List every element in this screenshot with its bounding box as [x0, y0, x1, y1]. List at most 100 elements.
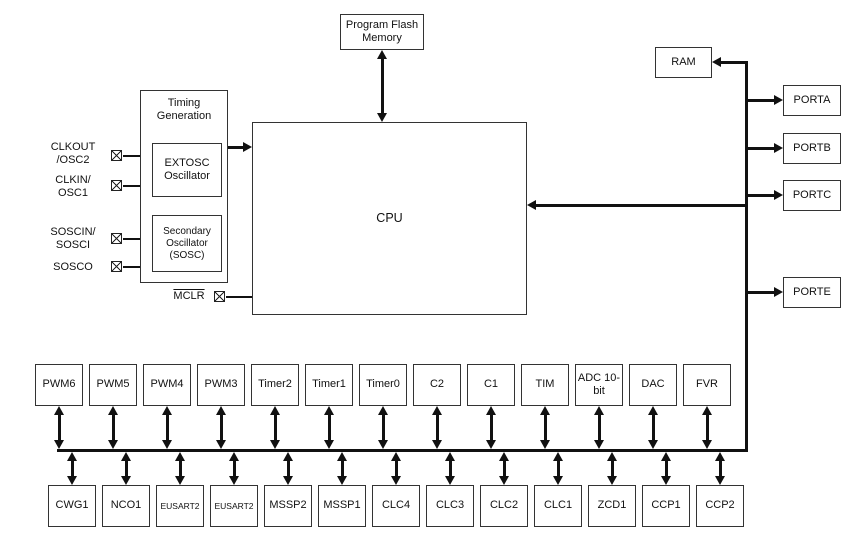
- bottom-bus-arrow-1-line: [124, 460, 128, 477]
- bottom-bus-arrow-2-head-down: [174, 476, 185, 485]
- peripheral-bus-arrow-2-head-down: [161, 440, 172, 449]
- bus-cpu-arrow-line: [535, 203, 747, 207]
- cpu-box: CPU: [252, 122, 527, 315]
- peripheral-bus-arrow-11-head-up: [647, 406, 658, 415]
- mclr-label: MCLR: [166, 290, 212, 303]
- bottom-bus-arrow-3-line: [232, 460, 236, 477]
- peripheral-bus-arrow-5-head-up: [323, 406, 334, 415]
- bottom-box-clc3: CLC3: [426, 485, 474, 527]
- portb-box: PORTB: [783, 133, 841, 164]
- peripheral-bus-arrow-1-head-up: [107, 406, 118, 415]
- bottom-bus-arrow-7-head-down: [444, 476, 455, 485]
- right-bus-vertical: [745, 60, 748, 452]
- bottom-bus-arrow-7-line: [448, 460, 452, 477]
- peripheral-bus-arrow-10-line: [597, 414, 601, 441]
- porta-box: PORTA: [783, 85, 841, 116]
- peripheral-bus-arrow-8-head-down: [485, 440, 496, 449]
- mclr-pin-wire: [226, 296, 252, 298]
- peripheral-bus-arrow-0-line: [57, 414, 61, 441]
- peripheral-bus-arrow-6-line: [381, 414, 385, 441]
- peripheral-bus-arrow-5-line: [327, 414, 331, 441]
- clkin-pin-wire: [123, 185, 140, 187]
- mclr-pin-icon: [214, 291, 225, 302]
- bottom-box-clc4: CLC4: [372, 485, 420, 527]
- bottom-box-clc2: CLC2: [480, 485, 528, 527]
- peripheral-bus-arrow-8-head-up: [485, 406, 496, 415]
- bottom-box-ccp1: CCP1: [642, 485, 690, 527]
- peripheral-bus-arrow-2-line: [165, 414, 169, 441]
- bottom-bus-arrow-0-head-up: [66, 452, 77, 461]
- peripheral-bus-arrow-0-head-up: [53, 406, 64, 415]
- bottom-bus-arrow-4-head-down: [282, 476, 293, 485]
- bottom-bus-arrow-11-head-up: [660, 452, 671, 461]
- bottom-bus-arrow-5-line: [340, 460, 344, 477]
- porte-arrow-line: [747, 291, 775, 294]
- peripheral-bus-arrow-12-line: [705, 414, 709, 441]
- peripheral-box-timer1: Timer1: [305, 364, 353, 406]
- peripheral-bus-arrow-4-head-down: [269, 440, 280, 449]
- peripheral-bus-arrow-3-head-up: [215, 406, 226, 415]
- peripheral-bus-arrow-3-head-down: [215, 440, 226, 449]
- bottom-bus-arrow-6-head-up: [390, 452, 401, 461]
- peripheral-box-dac: DAC: [629, 364, 677, 406]
- bottom-bus-arrow-1-head-up: [120, 452, 131, 461]
- bottom-box-clc1: CLC1: [534, 485, 582, 527]
- timing-cpu-arrow-head: [243, 141, 252, 152]
- clkout-osc2-pin-icon: [111, 150, 122, 161]
- porte-arrow-head: [774, 287, 783, 297]
- peripheral-bus-arrow-6-head-up: [377, 406, 388, 415]
- sosco-pin-icon: [111, 261, 122, 272]
- bottom-box-mssp2: MSSP2: [264, 485, 312, 527]
- ram-box: RAM: [655, 47, 712, 78]
- peripheral-bus-arrow-9-line: [543, 414, 547, 441]
- portb-arrow-head: [774, 142, 783, 153]
- bottom-bus-arrow-2-head-up: [174, 452, 185, 461]
- flash-cpu-arrow-line: [380, 58, 384, 114]
- portc-arrow-head: [774, 189, 783, 200]
- clkout-osc2-label: CLKOUT /OSC2: [50, 141, 96, 166]
- peripheral-bus-arrow-9-head-up: [539, 406, 550, 415]
- peripheral-box-pwm6: PWM6: [35, 364, 83, 406]
- portc-box: PORTC: [783, 180, 841, 211]
- bottom-bus-arrow-12-head-up: [714, 452, 725, 461]
- peripheral-bus-arrow-4-line: [273, 414, 277, 441]
- peripheral-bus-arrow-7-line: [435, 414, 439, 441]
- flash-cpu-arrow-head-up: [376, 50, 387, 59]
- peripheral-box-c1: C1: [467, 364, 515, 406]
- bottom-bus-arrow-6-line: [394, 460, 398, 477]
- peripheral-box-timer2: Timer2: [251, 364, 299, 406]
- peripheral-box-c2: C2: [413, 364, 461, 406]
- bottom-bus-arrow-9-line: [556, 460, 560, 477]
- bottom-bus-arrow-1-head-down: [120, 476, 131, 485]
- bottom-bus-arrow-10-head-up: [606, 452, 617, 461]
- peripheral-box-pwm4: PWM4: [143, 364, 191, 406]
- bottom-bus-arrow-3-head-up: [228, 452, 239, 461]
- flash-cpu-arrow-head-down: [376, 113, 387, 122]
- peripheral-bus-arrow-2-head-up: [161, 406, 172, 415]
- clkout-pin-wire: [123, 155, 140, 157]
- bottom-box-nco1: NCO1: [102, 485, 150, 527]
- bottom-box-ccp2: CCP2: [696, 485, 744, 527]
- bottom-box-zcd1: ZCD1: [588, 485, 636, 527]
- bottom-box-cwg1: CWG1: [48, 485, 96, 527]
- secondary-oscillator-box: Secondary Oscillator (SOSC): [152, 215, 222, 272]
- peripheral-box-timer0: Timer0: [359, 364, 407, 406]
- peripheral-bus-arrow-10-head-up: [593, 406, 604, 415]
- peripheral-bus-arrow-11-line: [651, 414, 655, 441]
- clkin-osc1-label: CLKIN/ OSC1: [55, 174, 91, 199]
- porte-box: PORTE: [783, 277, 841, 308]
- peripheral-box-tim: TIM: [521, 364, 569, 406]
- bottom-bus-horizontal: [57, 449, 748, 452]
- bottom-bus-arrow-9-head-up: [552, 452, 563, 461]
- ram-arrow-line: [720, 60, 748, 64]
- peripheral-bus-arrow-1-head-down: [107, 440, 118, 449]
- bottom-bus-arrow-0-head-down: [66, 476, 77, 485]
- timing-cpu-arrow-line: [228, 145, 244, 149]
- peripheral-bus-arrow-4-head-up: [269, 406, 280, 415]
- peripheral-box-adc-10-bit: ADC 10-bit: [575, 364, 623, 406]
- bottom-box-mssp1: MSSP1: [318, 485, 366, 527]
- peripheral-bus-arrow-7-head-down: [431, 440, 442, 449]
- bottom-bus-arrow-8-line: [502, 460, 506, 477]
- bottom-box-eusart2: EUSART2: [156, 485, 204, 527]
